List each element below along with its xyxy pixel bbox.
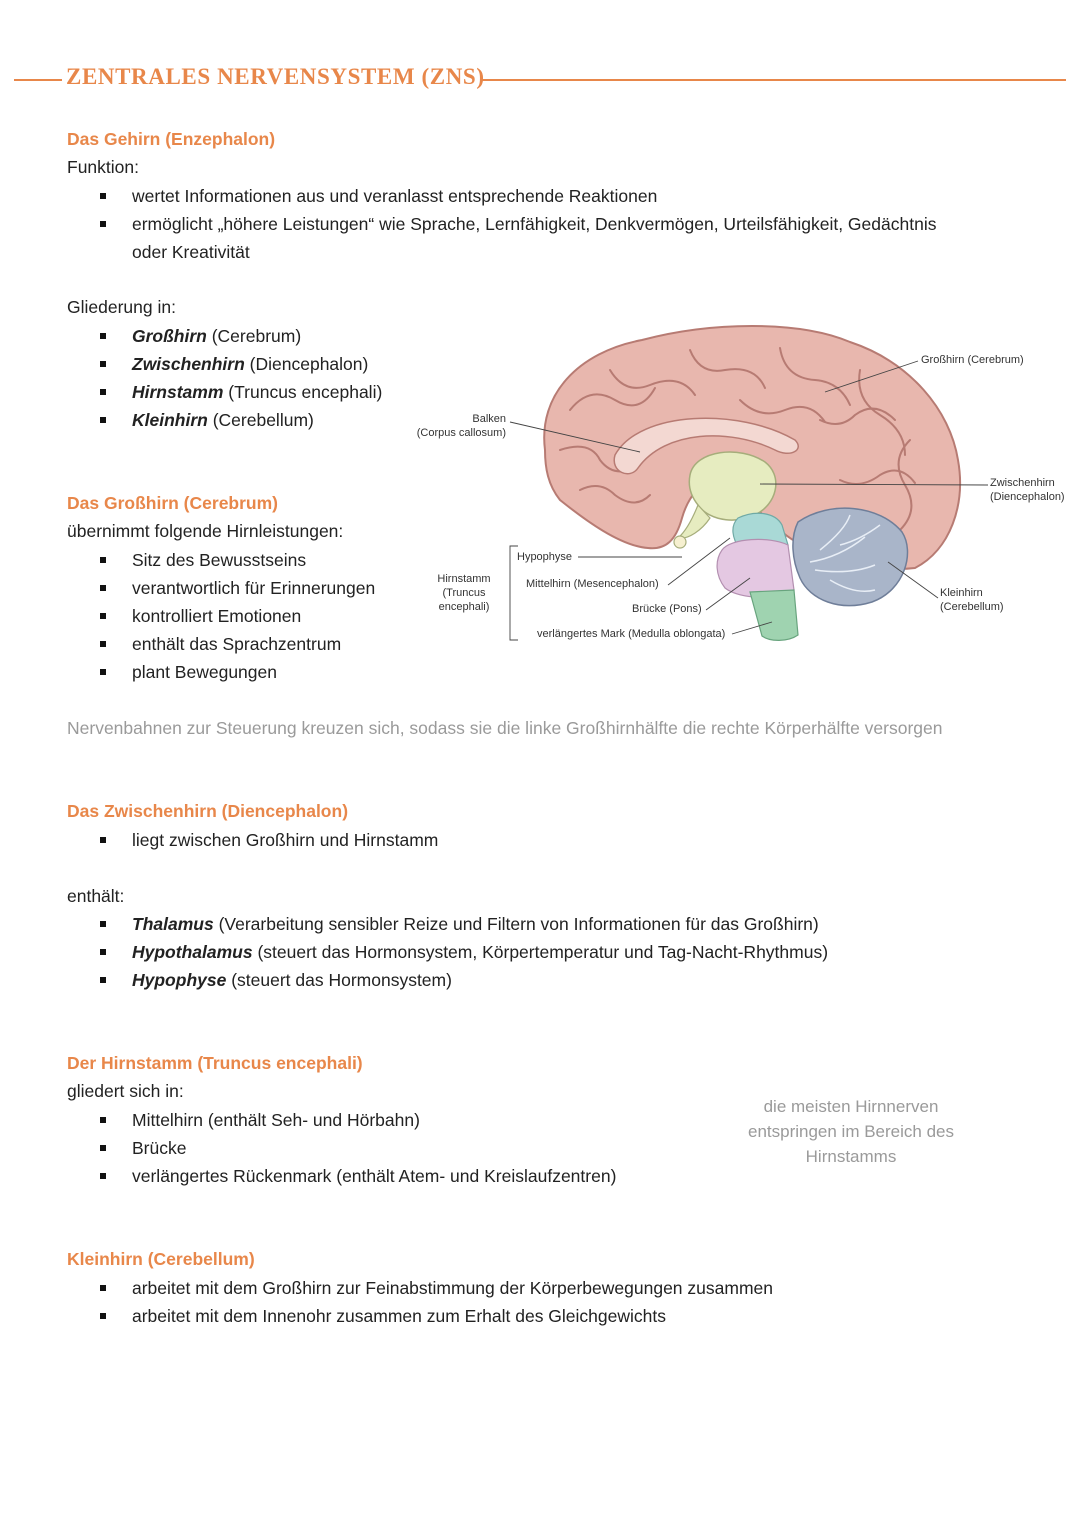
section-heading-gehirn: Das Gehirn (Enzephalon) <box>67 129 276 149</box>
label-medulla: verlängertes Mark (Medulla oblongata) <box>537 628 726 640</box>
enthaelt-label: enthält: <box>67 886 125 906</box>
grosshirn-intro: übernimmt folgende Hirnleistungen: <box>67 521 344 541</box>
label-hypophyse: Hypophyse <box>517 551 573 563</box>
list-item: liegt zwischen Großhirn und Hirnstamm <box>0 826 438 854</box>
hirnstamm-intro: gliedert sich in: <box>67 1081 184 1101</box>
list-item: plant Bewegungen <box>0 658 375 686</box>
section-heading-hirnstamm: Der Hirnstamm (Truncus encephali) <box>67 1053 363 1073</box>
label-zwischenhirn-latin: (Diencephalon) <box>990 491 1065 503</box>
list-item: ermöglicht „höhere Leistungen“ wie Sprac… <box>0 210 936 238</box>
kleinhirn-list: arbeitet mit dem Großhirn zur Feinabstim… <box>0 1274 773 1330</box>
gliederung-list: Großhirn (Cerebrum) Zwischenhirn (Dience… <box>0 322 382 434</box>
leader-lines <box>509 360 989 641</box>
term: Hirnstamm <box>132 382 224 402</box>
funktion-list: wertet Informationen aus und veranlasst … <box>0 182 936 266</box>
section-heading-kleinhirn: Kleinhirn (Cerebellum) <box>67 1249 255 1269</box>
term-detail: (steuert das Hormonsystem) <box>226 970 452 990</box>
label-balken-latin: (Corpus callosum) <box>416 427 506 439</box>
label-kleinhirn: Kleinhirn (Cerebellum) <box>940 586 1004 614</box>
label-hirnstamm-latin-2: encephali) <box>438 601 490 613</box>
list-item: Kleinhirn (Cerebellum) <box>0 406 382 434</box>
label-bruecke: Brücke (Pons) <box>632 603 702 615</box>
zwischenhirn-list: liegt zwischen Großhirn und Hirnstamm <box>0 826 438 854</box>
list-item: Thalamus (Verarbeitung sensibler Reize u… <box>0 910 828 938</box>
term-detail: (Cerebrum) <box>206 326 302 346</box>
label-hirnstamm-name: Hirnstamm <box>437 573 491 585</box>
term-detail: (steuert das Hormonsystem, Körpertempera… <box>252 942 829 962</box>
list-item: Mittelhirn (enthält Seh- und Hörbahn) <box>0 1106 616 1134</box>
gliederung-label: Gliederung in: <box>67 297 176 317</box>
label-grosshirn: Großhirn (Cerebrum) <box>921 354 1024 366</box>
term: Hypothalamus <box>132 942 253 962</box>
label-kleinhirn-name: Kleinhirn <box>940 587 983 599</box>
list-item: Hypothalamus (steuert das Hormonsystem, … <box>0 938 828 966</box>
label-hirnstamm: Hirnstamm (Truncus encephali) <box>428 572 500 614</box>
label-mittelhirn: Mittelhirn (Mesencephalon) <box>526 578 659 590</box>
grosshirn-list: Sitz des Bewusstseins verantwortlich für… <box>0 546 375 686</box>
term: Hypophyse <box>132 970 227 990</box>
section-heading-grosshirn: Das Großhirn (Cerebrum) <box>67 493 278 513</box>
term: Thalamus <box>132 914 214 934</box>
list-item: arbeitet mit dem Innenohr zusammen zum E… <box>0 1302 773 1330</box>
pons-shape <box>716 538 795 598</box>
hirnstamm-side-note: die meisten Hirnnerven entspringen im Be… <box>747 1097 954 1166</box>
list-item: verantwortlich für Erinnerungen <box>0 574 375 602</box>
list-item: Großhirn (Cerebrum) <box>0 322 382 350</box>
list-item: wertet Informationen aus und veranlasst … <box>0 182 936 210</box>
list-item: Sitz des Bewusstseins <box>0 546 375 574</box>
page-title: ZENTRALES NERVENSYSTEM (ZNS) <box>66 64 485 89</box>
term-detail: (Cerebellum) <box>207 410 314 430</box>
label-zwischenhirn-name: Zwischenhirn <box>990 477 1055 489</box>
grosshirn-note: Nervenbahnen zur Steuerung kreuzen sich,… <box>67 718 943 738</box>
brain-diagram: Balken (Corpus callosum) Großhirn (Cereb… <box>410 300 1075 655</box>
list-item: Zwischenhirn (Diencephalon) <box>0 350 382 378</box>
term: Zwischenhirn <box>132 354 245 374</box>
term: Kleinhirn <box>132 410 208 430</box>
list-item: verlängertes Rückenmark (enthält Atem- u… <box>0 1162 616 1190</box>
hirnstamm-list: Mittelhirn (enthält Seh- und Hörbahn) Br… <box>0 1106 616 1190</box>
term-detail: (Diencephalon) <box>244 354 369 374</box>
list-item: Hypophyse (steuert das Hormonsystem) <box>0 966 828 994</box>
label-hirnstamm-latin-1: (Truncus <box>442 587 486 599</box>
list-item-continuation: oder Kreativität <box>132 242 250 262</box>
term-detail: (Truncus encephali) <box>223 382 383 402</box>
diencephalon-shape <box>688 451 777 521</box>
corpus-callosum-shape <box>613 417 799 475</box>
list-item: kontrolliert Emotionen <box>0 602 375 630</box>
term: Großhirn <box>132 326 207 346</box>
medulla-shape <box>749 589 799 641</box>
list-item: Brücke <box>0 1134 616 1162</box>
label-kleinhirn-latin: (Cerebellum) <box>940 601 1004 613</box>
label-zwischenhirn: Zwischenhirn (Diencephalon) <box>990 476 1065 504</box>
term-detail: (Verarbeitung sensibler Reize und Filter… <box>213 914 819 934</box>
list-item: arbeitet mit dem Großhirn zur Feinabstim… <box>0 1274 773 1302</box>
enthaelt-list: Thalamus (Verarbeitung sensibler Reize u… <box>0 910 828 994</box>
list-item: Hirnstamm (Truncus encephali) <box>0 378 382 406</box>
funktion-label: Funktion: <box>67 157 139 177</box>
label-balken-name: Balken <box>472 413 506 425</box>
cerebellum-shape <box>792 507 909 607</box>
section-heading-zwischenhirn: Das Zwischenhirn (Diencephalon) <box>67 801 349 821</box>
arbor-vitae <box>809 514 881 592</box>
pituitary-shape <box>673 535 687 549</box>
title-rule-left <box>14 79 62 81</box>
label-balken: Balken (Corpus callosum) <box>410 412 506 440</box>
title-rule-right <box>481 79 1066 81</box>
brain-illustration <box>509 325 989 641</box>
list-item: enthält das Sprachzentrum <box>0 630 375 658</box>
